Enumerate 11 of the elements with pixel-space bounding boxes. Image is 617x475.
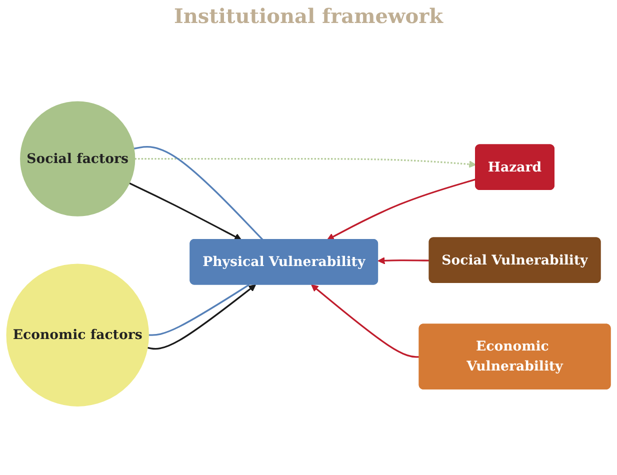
curved-caption-text: Institutional framework	[174, 4, 443, 28]
arrow	[378, 256, 430, 264]
arrow	[326, 178, 476, 240]
arrow	[147, 284, 256, 350]
arrow	[311, 284, 420, 358]
node-circle: Social factors	[20, 100, 136, 216]
arrow	[134, 158, 476, 168]
node-circle: Economic factors	[6, 263, 149, 406]
arrow	[128, 182, 242, 240]
connector	[148, 284, 250, 336]
connector	[134, 146, 264, 240]
